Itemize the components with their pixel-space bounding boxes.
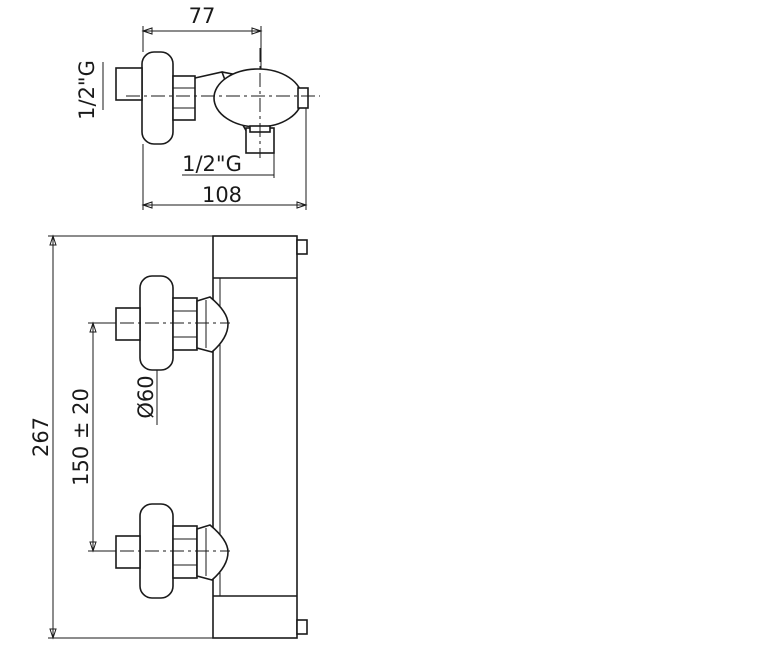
upper-inlet-stub (115, 307, 141, 341)
handle-top (213, 68, 303, 128)
valve-body (212, 235, 298, 639)
centre-distance-label: 150 ± 20 (69, 388, 93, 486)
hex-nut-top (172, 75, 196, 121)
thread-label-left: 1/2"G (75, 60, 99, 120)
lower-inlet-stub (115, 535, 141, 569)
lower-elbow (196, 524, 229, 581)
stub-right-top (297, 87, 309, 109)
dimension-267-label: 267 (29, 417, 53, 457)
dimension-77-label: 77 (189, 4, 216, 28)
diameter-60-label: Ø60 (134, 375, 158, 418)
dimension-108-label: 108 (202, 183, 242, 207)
upper-hex-nut (172, 297, 198, 351)
dimension-centre-distance: 150 ± 20 (69, 321, 130, 553)
upper-connector (95, 275, 230, 371)
dimension-diameter-60: Ø60 (134, 370, 158, 425)
thread-label-bottom: 1/2"G (182, 152, 242, 176)
lower-connector (95, 503, 230, 599)
upper-elbow (196, 296, 229, 353)
wall-flange-top (141, 51, 174, 145)
front-view: 267 150 ± 20 (29, 234, 308, 640)
lower-hex-nut (172, 525, 198, 579)
inlet-stub-top (115, 67, 143, 101)
dimension-77: 77 (141, 4, 263, 70)
bottom-pin (296, 619, 308, 635)
top-pin (296, 239, 308, 255)
dimension-267: 267 (29, 234, 214, 640)
top-view: 77 1/2"G 1/2"G (75, 4, 320, 210)
dimension-108: 108 (141, 108, 308, 210)
